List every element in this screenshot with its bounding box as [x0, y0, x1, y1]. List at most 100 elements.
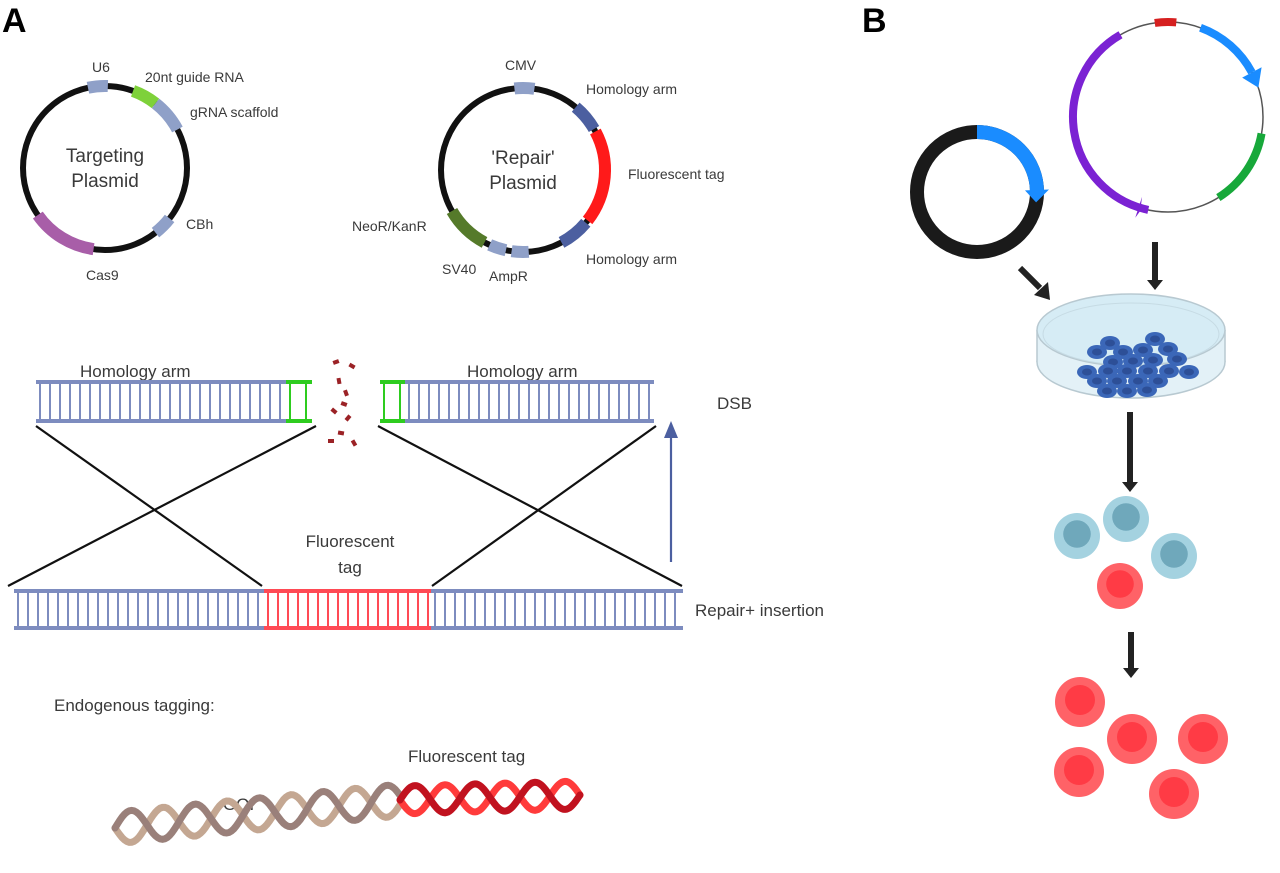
colony-center — [1153, 377, 1163, 385]
plasmid-feature-u6 — [86, 80, 109, 94]
right-dna-segment — [380, 380, 654, 423]
up-arrow — [664, 421, 678, 562]
dna-fragment — [350, 439, 358, 447]
colony-center — [1143, 367, 1153, 375]
dna-fragment — [330, 407, 338, 415]
panel-label-b: B — [862, 2, 887, 40]
crossover-lines — [7, 425, 683, 587]
large-plasmid-feature-red — [1154, 18, 1177, 27]
helix-strand — [111, 781, 404, 843]
colonies — [1077, 332, 1199, 398]
repair-plasmid-title-2: Plasmid — [489, 173, 557, 194]
down-arrow-head — [1123, 668, 1139, 678]
mixed-cell-population — [1054, 496, 1197, 609]
colony-center — [1150, 335, 1160, 343]
dna-fragment — [344, 414, 352, 422]
gene-helix — [111, 777, 584, 846]
colony-center — [1082, 368, 1092, 376]
colony-center — [1163, 345, 1173, 353]
colony-center — [1142, 386, 1152, 394]
repair-dna: Fluorescent tag Repair+ insertion — [14, 532, 824, 630]
large-plasmid-feature-purple — [1069, 31, 1150, 214]
large-plasmid-feature-blue — [1199, 23, 1256, 75]
dna-fragment — [332, 359, 340, 365]
crossover-line — [35, 425, 263, 587]
colony-center — [1118, 348, 1128, 356]
colony-center — [1148, 356, 1158, 364]
crossover-line — [7, 425, 317, 587]
petri-dish — [1036, 293, 1226, 399]
colony-center — [1172, 355, 1182, 363]
left-homology-arm-label: Homology arm — [80, 362, 191, 381]
right-homology-arm-label: Homology arm — [467, 362, 578, 381]
colony-center — [1112, 377, 1122, 385]
large-plasmid-feature-green — [1216, 132, 1266, 201]
colony-center — [1092, 377, 1102, 385]
dna-fragment — [336, 377, 342, 385]
plasmid-feature-fluorescent-tag — [582, 128, 611, 225]
repair-plasmid-title-1: 'Repair' — [491, 148, 554, 169]
diagonal-arrow-shaft — [1017, 265, 1043, 291]
endogenous-heading: Endogenous tagging: — [54, 696, 215, 715]
sorted-cell-population — [1054, 677, 1228, 819]
crossover-line — [377, 425, 683, 587]
panel-label-a: A — [2, 2, 27, 40]
feature-label-homology-arm-1: Homology arm — [586, 81, 677, 97]
flow-arrows — [1017, 242, 1163, 678]
insert-label-2: tag — [338, 558, 362, 577]
repair-insertion-label: Repair+ insertion — [695, 601, 824, 620]
dsb-dna: Homology arm Homology arm DSB — [36, 359, 752, 447]
targeting-plasmid: Targeting Plasmid U6 20nt guide RNA gRNA… — [20, 59, 278, 283]
down-arrow-head — [1147, 280, 1163, 290]
plasmid-feature-cbh — [151, 214, 175, 238]
cell-nucleus — [1065, 685, 1095, 715]
repair-plasmid: 'Repair' Plasmid CMV Homology arm Fluore… — [352, 57, 725, 284]
plasmid-feature-cas9 — [32, 211, 95, 256]
cell-nucleus — [1064, 755, 1094, 785]
feature-label-cmv: CMV — [505, 57, 537, 73]
plasmid-feature-grna-scaffold — [151, 98, 183, 133]
feature-label-guide-rna: 20nt guide RNA — [145, 69, 245, 85]
diagonal-arrow-head — [1034, 282, 1050, 300]
plasmid-feature-homology-arm — [571, 102, 600, 133]
cell-nucleus — [1160, 540, 1188, 568]
dna-fragments — [328, 359, 358, 447]
cell-nucleus — [1159, 777, 1189, 807]
colony-center — [1128, 357, 1138, 365]
colony-center — [1138, 346, 1148, 354]
colony-center — [1103, 367, 1113, 375]
small-plasmid — [910, 125, 1049, 259]
targeting-plasmid-title-2: Plasmid — [71, 171, 139, 192]
plasmid-feature-cmv — [513, 82, 536, 95]
plasmid-feature-homology-arm — [558, 218, 591, 248]
dna-fragment — [337, 430, 345, 436]
feature-label-fluorescent-tag: Fluorescent tag — [628, 166, 725, 182]
feature-label-cas9: Cas9 — [86, 267, 119, 283]
feature-label-u6: U6 — [92, 59, 110, 75]
fluorescent-tag-label: Fluorescent tag — [408, 747, 525, 766]
small-plasmid-insert — [976, 125, 1044, 193]
cell-nucleus — [1117, 722, 1147, 752]
large-plasmid-arrowhead — [1135, 196, 1143, 218]
colony-center — [1133, 377, 1143, 385]
large-plasmid — [1069, 18, 1266, 218]
colony-center — [1092, 348, 1102, 356]
feature-label-grna-scaffold: gRNA scaffold — [190, 104, 278, 120]
plasmid-feature-neor-kanr — [446, 207, 488, 248]
plasmid-feature-ampr — [510, 245, 530, 258]
panel-b — [910, 18, 1266, 819]
helix-strand — [396, 778, 584, 817]
colony-center — [1164, 367, 1174, 375]
dna-fragment — [348, 362, 356, 370]
feature-label-homology-arm-2: Homology arm — [586, 251, 677, 267]
cell-nucleus — [1112, 503, 1140, 531]
left-dna-segment — [36, 380, 312, 423]
feature-label-ampr: AmpR — [489, 268, 528, 284]
targeting-plasmid-title-1: Targeting — [66, 146, 144, 167]
colony-center — [1108, 358, 1118, 366]
plasmid-feature-sv40 — [487, 239, 508, 257]
colony-center — [1184, 368, 1194, 376]
large-plasmid-arrowhead — [1242, 67, 1262, 88]
up-arrow-head — [664, 421, 678, 438]
